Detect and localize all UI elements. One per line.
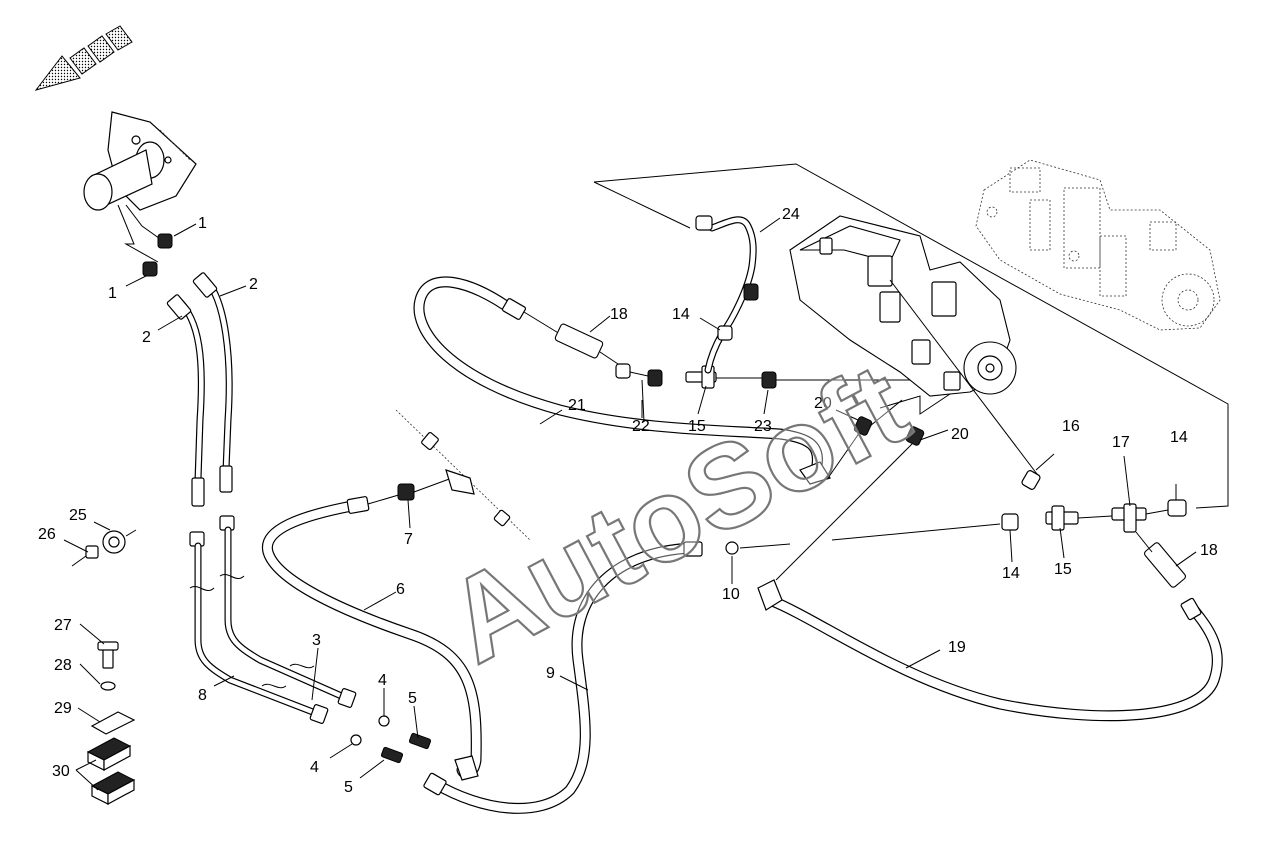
callout-9: 9 (546, 665, 555, 682)
pedal-bracket (83, 111, 197, 263)
callout-4-lower: 4 (310, 759, 319, 776)
fitting-1-pair (142, 233, 173, 277)
valve-block (789, 215, 1041, 479)
callout-25: 25 (69, 507, 87, 524)
callout-1-lower: 1 (108, 285, 117, 302)
hose-2-pair (166, 272, 233, 507)
tube-8-and-3 (189, 515, 432, 764)
filter-18-top (554, 323, 649, 379)
callout-1-upper: 1 (198, 215, 207, 232)
hose-19 (757, 579, 1223, 722)
callout-7: 7 (404, 531, 413, 548)
callout-5-upper: 5 (408, 690, 417, 707)
callout-14-top: 14 (672, 306, 690, 323)
callout-30: 30 (52, 763, 70, 780)
hose-9 (423, 523, 1001, 814)
callout-8: 8 (198, 687, 207, 704)
callout-14-right: 14 (1170, 429, 1188, 446)
callout-10: 10 (722, 586, 740, 603)
callout-2-right: 2 (249, 276, 258, 293)
direction-arrow-icon (34, 25, 133, 91)
hose-21 (413, 276, 831, 485)
callout-20-left: 20 (814, 395, 832, 412)
callout-15-top: 15 (688, 418, 706, 435)
callout-21: 21 (568, 397, 586, 414)
callout-4-upper: 4 (378, 672, 387, 689)
hose-6 (261, 493, 482, 781)
callout-6: 6 (396, 581, 405, 598)
callout-leaders (63, 217, 1197, 791)
callout-20-right: 20 (951, 426, 969, 443)
callout-24: 24 (782, 206, 800, 223)
callout-22: 22 (632, 418, 650, 435)
callout-27: 27 (54, 617, 72, 634)
callout-5-lower: 5 (344, 779, 353, 796)
callout-18-top: 18 (610, 306, 628, 323)
callout-19: 19 (948, 639, 966, 656)
callout-23: 23 (754, 418, 772, 435)
fitting-22-15-23 (641, 365, 930, 423)
callout-18-right: 18 (1200, 542, 1218, 559)
parts-25-30 (71, 529, 137, 806)
tube-24 (695, 215, 759, 374)
callout-28: 28 (54, 657, 72, 674)
fitting-7 (395, 409, 531, 541)
callout-29: 29 (54, 700, 72, 717)
callout-3: 3 (312, 632, 321, 649)
callout-16: 16 (1062, 418, 1080, 435)
callout-17: 17 (1112, 434, 1130, 451)
fitting-20-pair (775, 399, 925, 581)
reference-valve-block (975, 159, 1221, 331)
right-fittings (1001, 470, 1187, 588)
callout-14-mid: 14 (1002, 565, 1020, 582)
callout-labels: 1 1 2 2 3 4 4 5 5 6 7 8 9 10 14 14 14 15… (38, 206, 1218, 796)
callout-26: 26 (38, 526, 56, 543)
callout-2-left: 2 (142, 329, 151, 346)
callout-15-right: 15 (1054, 561, 1072, 578)
